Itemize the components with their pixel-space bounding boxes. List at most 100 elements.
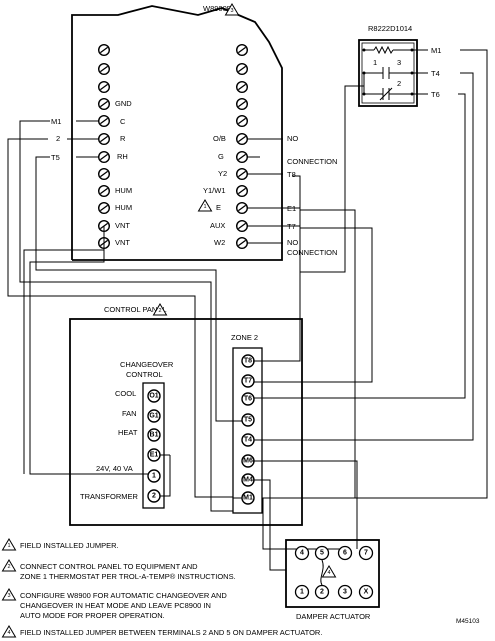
note-2-flag-icon: 2 (2, 559, 16, 572)
terminal-aux (235, 219, 249, 233)
label-e: E (216, 203, 221, 212)
svg-text:3: 3 (7, 593, 10, 599)
wire-label-e1: E1 (287, 204, 296, 213)
damper-terminal-7: 7 (358, 545, 374, 561)
label-rh: RH (117, 152, 128, 161)
svg-text:E1: E1 (150, 452, 159, 459)
wire-label-t5-left: T5 (51, 153, 60, 162)
terminal-hum-2 (97, 201, 111, 215)
svg-text:7: 7 (364, 550, 368, 557)
svg-text:ZONE 1 THERMOSTAT PER TROL-A-T: ZONE 1 THERMOSTAT PER TROL-A-TEMP® INSTR… (20, 572, 236, 581)
svg-text:2: 2 (320, 589, 324, 596)
svg-text:1: 1 (203, 204, 206, 210)
damper-terminal-1: 1 (294, 584, 310, 600)
svg-text:2: 2 (158, 308, 161, 314)
damper-terminal-x: X (358, 584, 374, 600)
wire-label-t4-right: T4 (431, 69, 440, 78)
svg-text:FIELD INSTALLED JUMPER BETWEEN: FIELD INSTALLED JUMPER BETWEEN TERMINALS… (20, 628, 322, 637)
svg-text:CONNECT CONTROL PANEL TO EQUIP: CONNECT CONTROL PANEL TO EQUIPMENT AND (20, 562, 198, 571)
relay-wires (253, 49, 488, 556)
svg-text:X: X (364, 589, 369, 596)
damper-terminal-5: 5 (314, 545, 330, 561)
relay-model: R8222D1014 (368, 24, 412, 33)
zone-terminal-t4: T4 (241, 433, 255, 447)
terminal-r (97, 132, 111, 146)
note-1-flag-icon: 1 (2, 538, 16, 551)
note-4: 4 FIELD INSTALLED JUMPER BETWEEN TERMINA… (2, 625, 322, 638)
svg-text:CONNECTION: CONNECTION (287, 157, 337, 166)
svg-text:T7: T7 (244, 378, 252, 385)
changeover-terminal-b1: B1 (147, 428, 161, 442)
label-g: G (218, 152, 224, 161)
label-vnt-1: VNT (115, 221, 130, 230)
note-1: 1 FIELD INSTALLED JUMPER. (2, 538, 119, 551)
terminal-e (235, 201, 249, 215)
thermostat-right-wires (247, 138, 373, 498)
svg-text:T6: T6 (244, 396, 252, 403)
svg-text:CONNECTION: CONNECTION (287, 248, 337, 257)
svg-text:1: 1 (373, 58, 377, 67)
transformer-terminal-2: 2 (147, 489, 161, 503)
note-3-flag-icon: 3 (2, 588, 16, 601)
svg-text:3: 3 (397, 58, 401, 67)
note-2: 2 CONNECT CONTROL PANEL TO EQUIPMENT AND… (2, 559, 236, 581)
terminal-gnd (97, 97, 111, 111)
svg-text:O1: O1 (149, 393, 158, 400)
svg-text:T5: T5 (244, 417, 252, 424)
zone-terminal-m1: M1 (241, 491, 255, 505)
label-ob: O/B (213, 134, 226, 143)
svg-text:G1: G1 (149, 413, 158, 420)
zone-terminal-t5: T5 (241, 413, 255, 427)
thermostat-w8900b: W8900B 3 (71, 3, 283, 261)
label-heat: HEAT (118, 428, 138, 437)
damper-terminal-2: 2 (314, 584, 330, 600)
label-c: C (120, 117, 126, 126)
terminal-c (97, 114, 111, 128)
svg-text:1: 1 (300, 589, 304, 596)
svg-text:M6: M6 (243, 458, 253, 465)
svg-text:3: 3 (230, 8, 233, 14)
zone-terminal-m6: M6 (241, 454, 255, 468)
wire-label-m1-right: M1 (431, 46, 441, 55)
damper-label: DAMPER ACTUATOR (296, 612, 371, 621)
svg-text:1: 1 (7, 543, 10, 549)
label-vnt-2: VNT (115, 238, 130, 247)
transformer-terminal-1: 1 (147, 469, 161, 483)
flag-3-icon: 3 (225, 3, 239, 16)
svg-text:AUTO MODE FOR PROPER OPERATION: AUTO MODE FOR PROPER OPERATION. (20, 611, 165, 620)
damper-terminal-3: 3 (337, 584, 353, 600)
svg-text:6: 6 (343, 550, 347, 557)
svg-text:2: 2 (397, 79, 401, 88)
control-panel-title: CONTROL PANEL (104, 305, 167, 314)
label-gnd: GND (115, 99, 132, 108)
label-cool: COOL (115, 389, 136, 398)
svg-text:CHANGEOVER IN HEAT MODE AND LE: CHANGEOVER IN HEAT MODE AND LEAVE PC8900… (20, 601, 211, 610)
svg-text:5: 5 (320, 550, 324, 557)
terminal-y2 (235, 167, 249, 181)
panel-wires (160, 272, 358, 571)
relay-r8222d1014: R8222D1014 1 3 2 (358, 24, 418, 107)
svg-text:NO: NO (287, 134, 298, 143)
label-aux: AUX (210, 221, 225, 230)
wire-label-m1-left: M1 (51, 117, 61, 126)
power-label: 24V, 40 VA (96, 464, 133, 473)
zone-terminal-m4: M4 (241, 473, 255, 487)
damper-actuator: 4 5 6 7 1 2 3 X 4 DAMPER ACTUATOR (285, 539, 380, 621)
svg-text:4: 4 (7, 630, 10, 636)
damper-terminal-4: 4 (294, 545, 310, 561)
label-y2: Y2 (218, 169, 227, 178)
changeover-terminal-g1: G1 (147, 409, 161, 423)
terminal-g (235, 150, 249, 164)
svg-text:4: 4 (327, 570, 330, 576)
terminal-y1w1 (235, 184, 249, 198)
svg-text:2: 2 (152, 493, 156, 500)
changeover-title-1: CHANGEOVER (120, 360, 174, 369)
svg-text:B1: B1 (150, 432, 159, 439)
svg-text:1: 1 (152, 473, 156, 480)
label-y1w1: Y1/W1 (203, 186, 226, 195)
flag-4-icon: 4 (322, 565, 336, 578)
changeover-terminal-e1: E1 (147, 448, 161, 462)
label-fan: FAN (122, 409, 137, 418)
wire-label-2-left: 2 (56, 134, 60, 143)
